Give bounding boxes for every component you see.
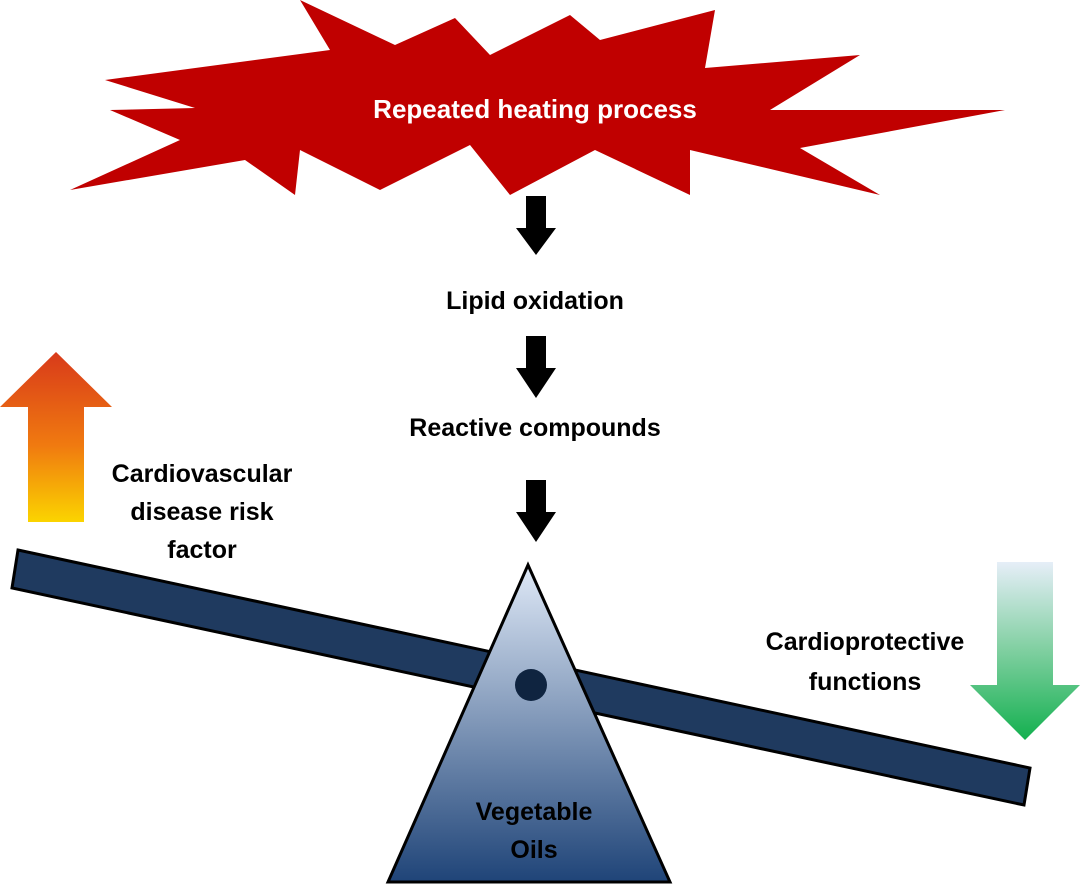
left-effect-line3: factor [167, 536, 237, 564]
fulcrum-label-line1: Vegetable [476, 798, 593, 826]
step-lipid-oxidation: Lipid oxidation [446, 287, 624, 315]
fulcrum-label-line2: Oils [510, 836, 557, 864]
step-reactive-compounds: Reactive compounds [409, 414, 660, 442]
increase-up-arrow-icon [0, 352, 112, 522]
decrease-down-arrow-icon [970, 562, 1080, 740]
burst-label: Repeated heating process [373, 94, 697, 124]
flow-arrow-1 [516, 196, 556, 255]
left-effect-line2: disease risk [130, 498, 273, 526]
flow-arrow-3 [516, 480, 556, 542]
right-effect-line2: functions [809, 668, 922, 696]
right-effect-line1: Cardioprotective [766, 628, 965, 656]
pivot-dot [515, 669, 547, 701]
flow-arrow-2 [516, 336, 556, 398]
left-effect-line1: Cardiovascular [112, 460, 293, 488]
fulcrum-triangle [385, 561, 673, 884]
burst-shape [70, 0, 1005, 195]
